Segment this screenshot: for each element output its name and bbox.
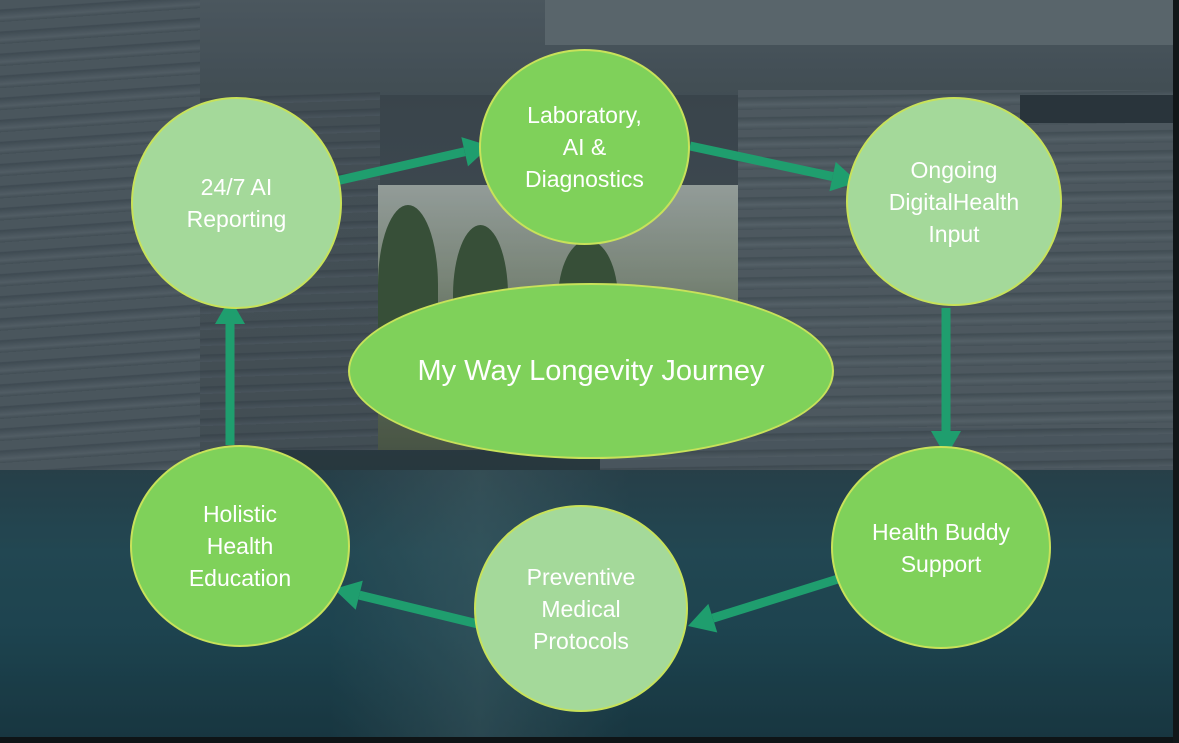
frame-bottom-edge xyxy=(0,737,1179,743)
arrow-reporting-to-laboratory-shaft xyxy=(335,147,466,186)
node-label: 24/7 AI Reporting xyxy=(186,174,287,232)
node-laboratory-ai-diagnostics: Laboratory, AI & Diagnostics xyxy=(479,49,690,245)
center-ellipse: My Way Longevity Journey xyxy=(348,283,834,459)
node-holistic-health-education: Holistic Health Education xyxy=(130,445,350,647)
arrow-digital-to-buddy-head xyxy=(931,431,961,457)
arrow-preventive-to-holistic-head xyxy=(334,580,363,610)
node-label: Holistic Health Education xyxy=(188,501,292,591)
arrow-laboratory-to-digital-shaft xyxy=(689,141,834,181)
node-label: Laboratory, AI & Diagnostics xyxy=(525,102,644,192)
node-24-7-ai-reporting: 24/7 AI Reporting xyxy=(131,97,342,309)
arrow-holistic-to-reporting-head xyxy=(215,298,245,324)
node-ongoing-digitalhealth-input: Ongoing DigitalHealth Input xyxy=(846,97,1062,306)
background-ceiling-beam xyxy=(545,0,1179,45)
center-label: My Way Longevity Journey xyxy=(417,354,765,387)
arrow-buddy-to-preventive-head xyxy=(688,603,718,633)
node-label: Preventive Medical Protocols xyxy=(526,563,636,654)
arrow-buddy-to-preventive-shaft xyxy=(711,574,840,623)
node-preventive-medical-protocols: Preventive Medical Protocols xyxy=(474,505,688,712)
node-label: Health Buddy Support xyxy=(871,518,1011,577)
background-right-recess xyxy=(1020,95,1179,123)
node-label: Ongoing DigitalHealth Input xyxy=(888,156,1020,247)
frame-right-edge xyxy=(1173,0,1179,743)
node-health-buddy-support: Health Buddy Support xyxy=(831,446,1051,649)
arrow-preventive-to-holistic-shaft xyxy=(358,590,480,629)
